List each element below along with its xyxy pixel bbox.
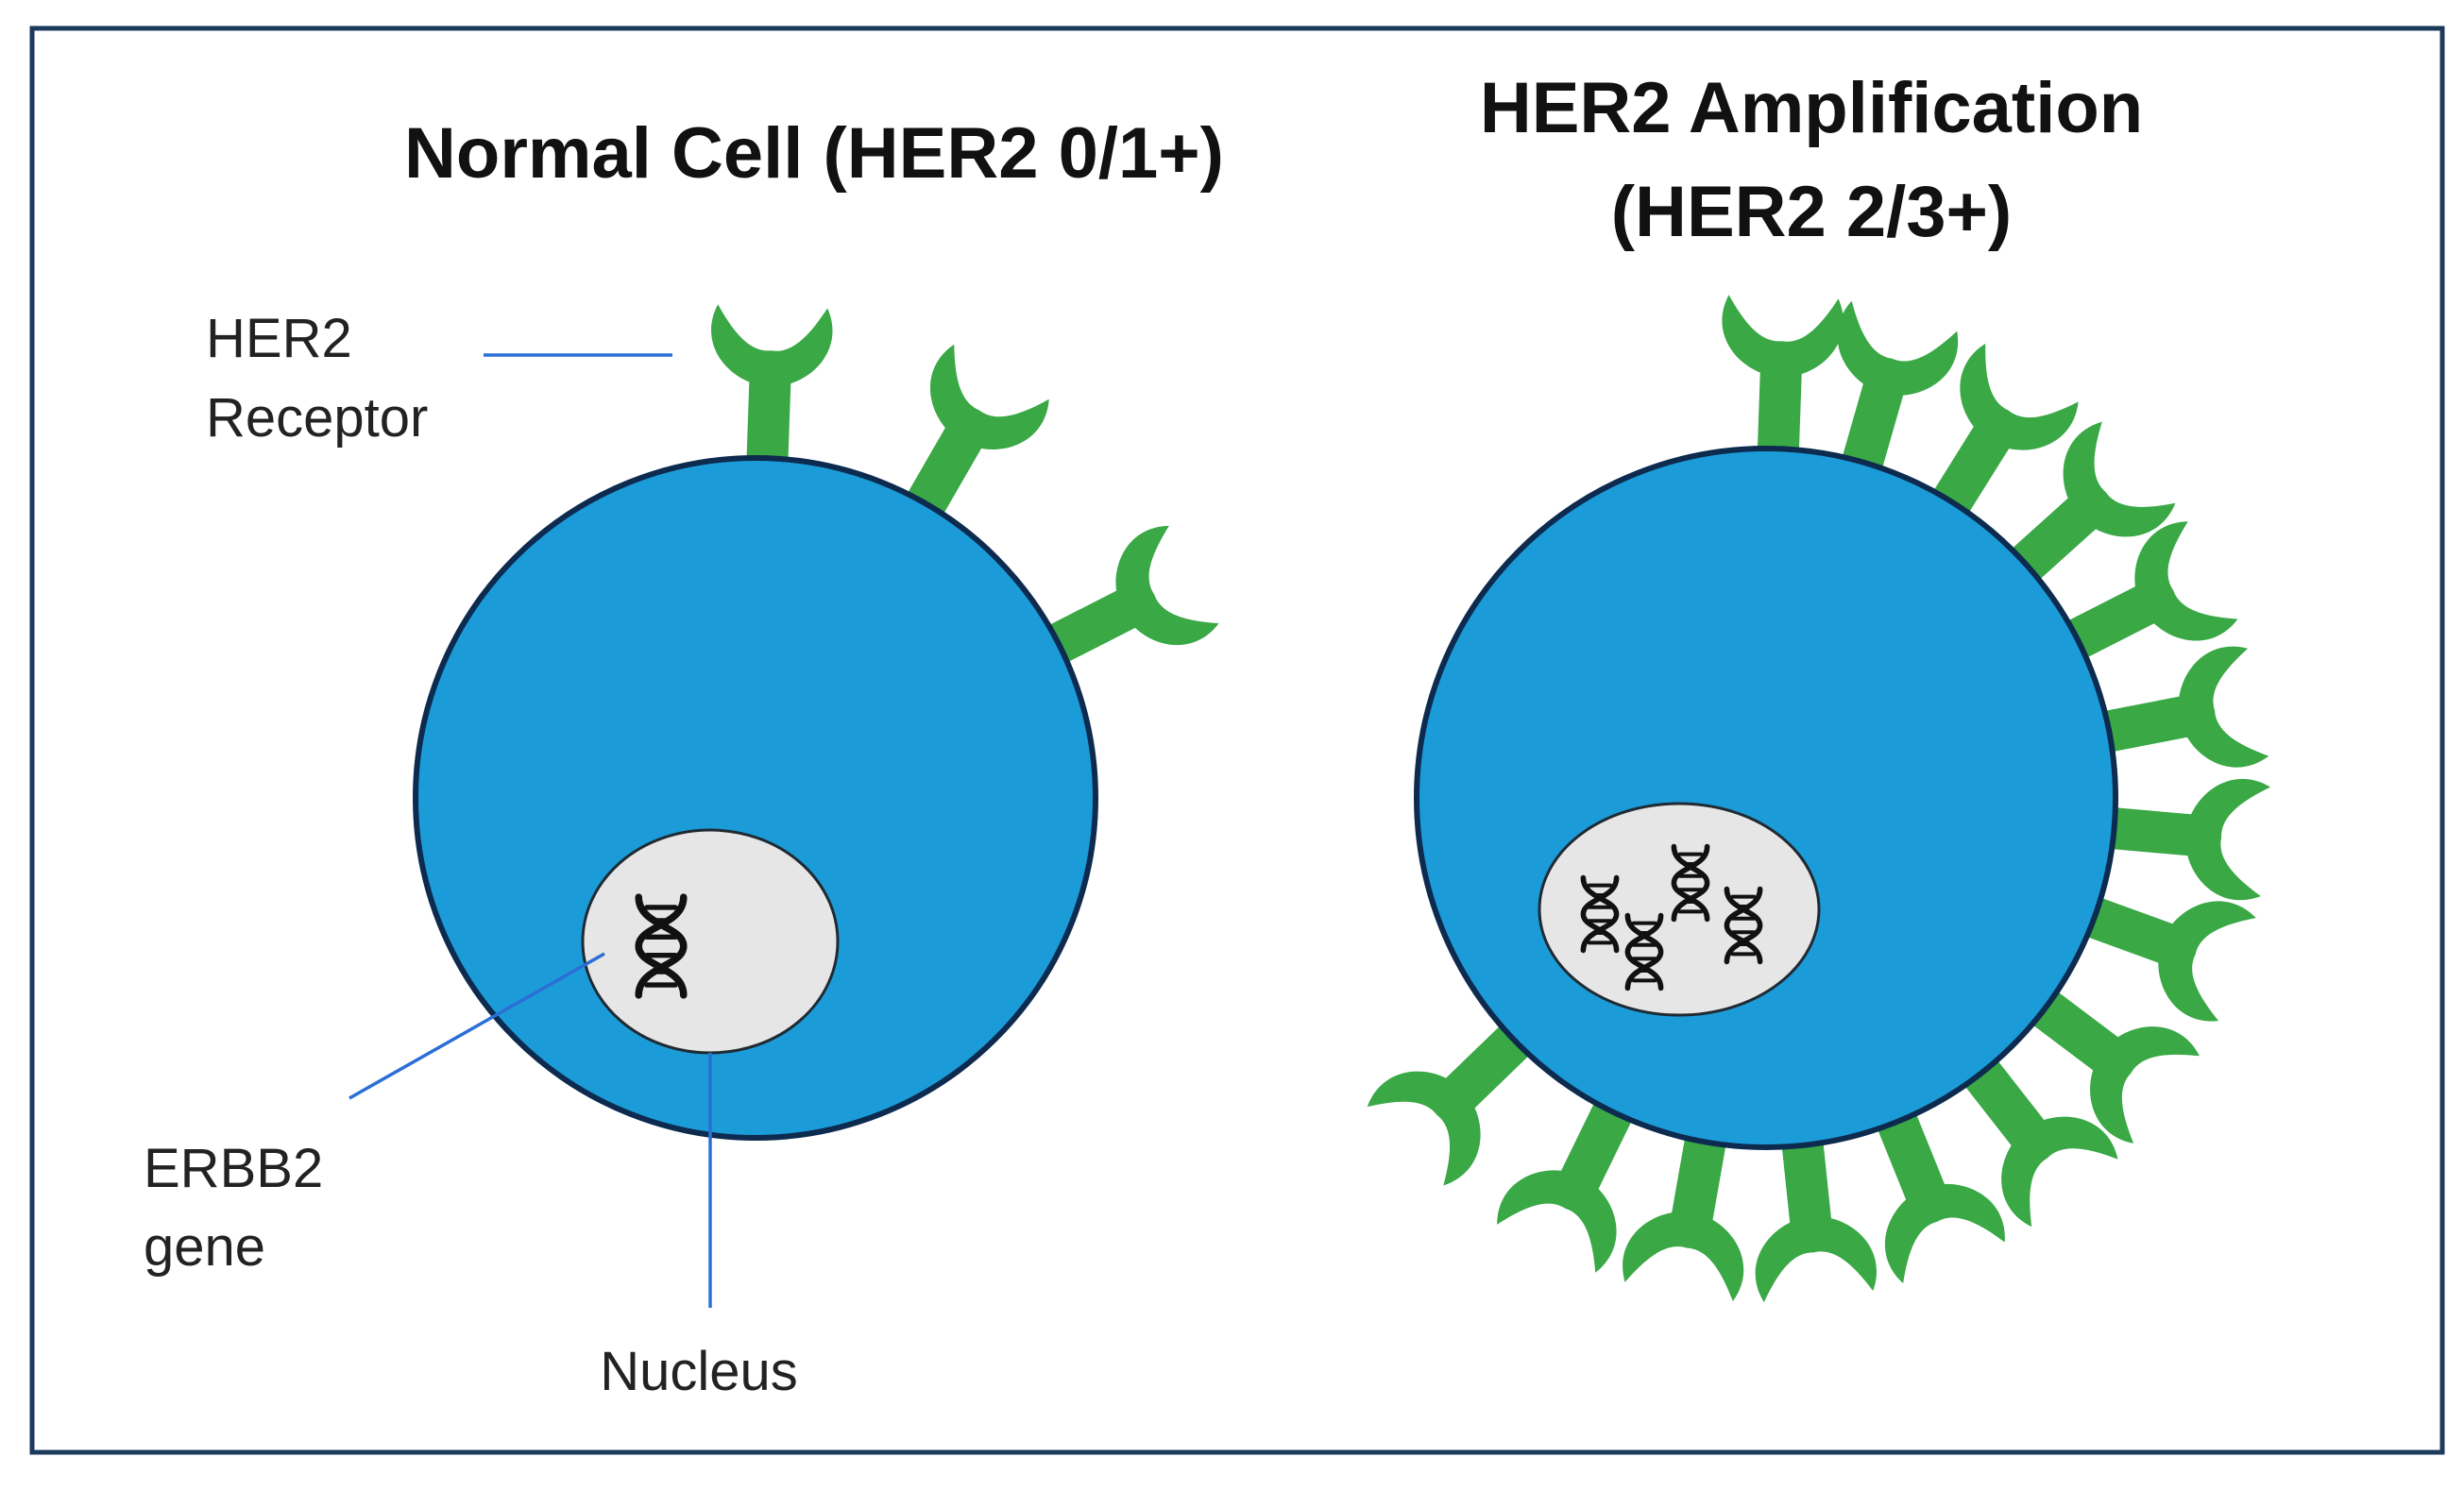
her2-receptor-icon — [706, 304, 834, 469]
normal-cell-title: Normal Cell (HER2 0/1+) — [404, 113, 1224, 194]
gene-leader-line — [348, 952, 605, 1100]
receptor-label-line2: Receptor — [206, 387, 428, 449]
figure-frame — [29, 25, 2445, 1455]
nucleus-label: Nucleus — [600, 1341, 798, 1402]
her2-receptor-icon — [1619, 1123, 1767, 1303]
her2-receptor-icon — [1717, 295, 1844, 460]
amplification-title-line2: (HER2 2/3+) — [1611, 172, 2013, 252]
normal-cell-nucleus — [581, 828, 840, 1055]
her2-receptor-icon — [1741, 1130, 1879, 1303]
receptor-label-line1: HER2 — [206, 308, 352, 369]
amplified-cell-body — [1414, 446, 2118, 1150]
gene-label-line1: ERBB2 — [144, 1138, 323, 1199]
her2-receptor-icon — [2100, 767, 2271, 903]
amplification-title-line1: HER2 Amplification — [1480, 68, 2143, 148]
gene-label-line2: gene — [144, 1216, 265, 1278]
